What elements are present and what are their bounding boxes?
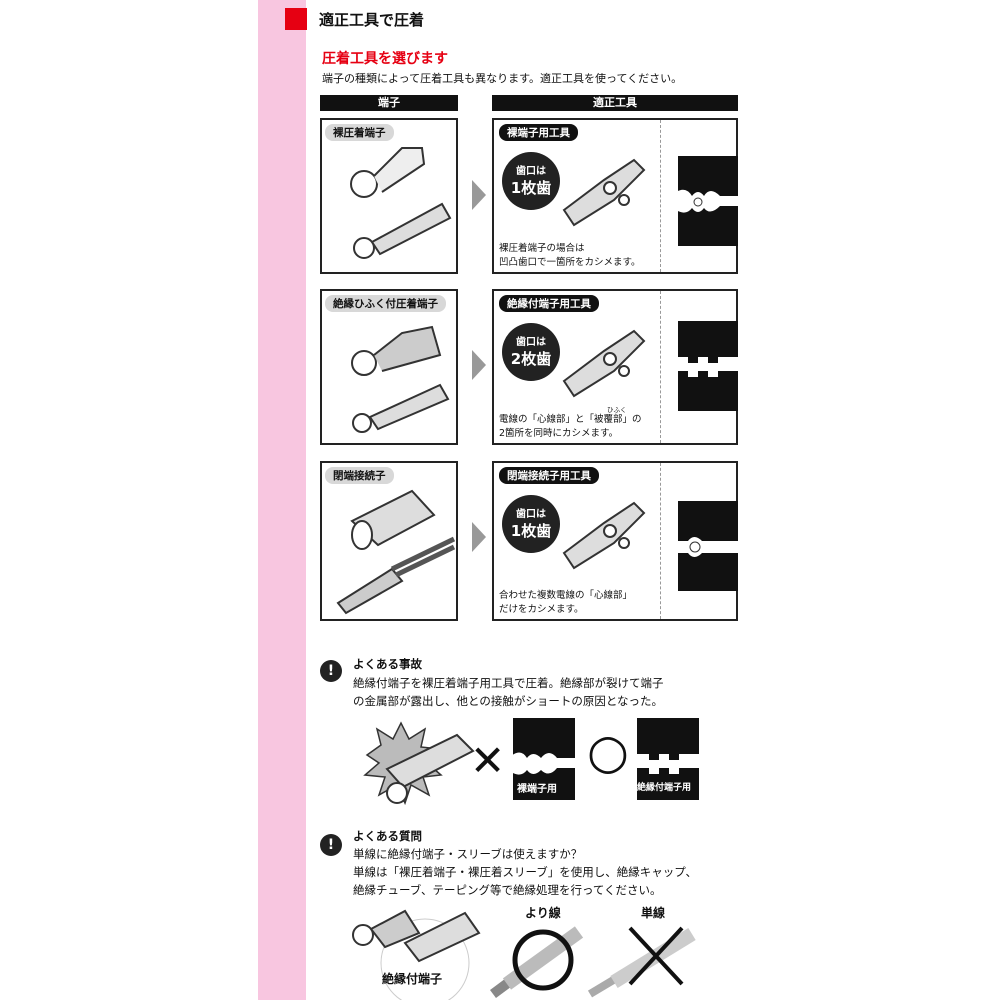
exclamation-icon: !: [320, 660, 342, 682]
die-bare-wrong-icon: [511, 718, 575, 800]
tool-card-bare: 裸端子用工具 歯口は 1枚歯 裸圧着端子の場合は 凹凸歯口で一箇所をカシメます。: [492, 118, 738, 274]
faq-answer-line1: 単線は「裸圧着端子・裸圧着スリーブ」を使用し、絶縁キャップ、: [353, 865, 697, 879]
tool-label: 絶縁付端子用工具: [499, 295, 599, 312]
subsection-intro: 端子の種類によって圧着工具も異なります。適正工具を使ってください。: [322, 72, 683, 85]
terminal-label: 絶縁ひふく付圧着端子: [325, 295, 446, 312]
crimping-tool-icon: [562, 329, 646, 398]
stranded-wire-label: より線: [525, 906, 561, 920]
circle-mark-icon: ○: [587, 724, 629, 780]
content-area: 適正工具で圧着 圧着工具を選びます 端子の種類によって圧着工具も異なります。適正…: [285, 0, 738, 1000]
faq-question: 単線に絶縁付端子・スリーブは使えますか？: [353, 847, 583, 861]
insulated-terminal-icon: [351, 325, 450, 433]
tool-card-insulated: 絶縁付端子用工具 歯口は 2枚歯 ひふく 電線の「心線部」と「被覆部」の 2箇所…: [492, 289, 738, 445]
crimping-tool-icon: [562, 501, 646, 570]
damaged-terminal-icon: [363, 721, 475, 806]
tool-label: 裸端子用工具: [499, 124, 578, 141]
tool-note-line2: だけをカシメます。: [499, 604, 584, 615]
exclamation-icon: !: [320, 834, 342, 856]
terminal-card-bare: 裸圧着端子: [320, 118, 458, 274]
tool-note-line2: 凹凸歯口で一箇所をカシメます。: [499, 257, 641, 268]
accident-title: よくある事故: [353, 657, 422, 671]
solid-wire-cross-icon: [587, 926, 696, 998]
closed-end-connector-icon: [336, 489, 456, 615]
teeth-bubble: 歯口は 1枚歯: [502, 152, 560, 210]
die-double-icon: [674, 321, 738, 411]
ruby-text: ひふく: [607, 406, 627, 414]
tool-card-closed-end: 閉端接続子用工具 歯口は 1枚歯 合わせた複数電線の「心線部」 だけをカシメます…: [492, 461, 738, 621]
cross-mark-icon: ✕: [470, 736, 506, 785]
tool-note-line1: 電線の「心線部」と「被覆部」の: [499, 414, 642, 425]
arrow-right-icon: [472, 350, 486, 380]
side-color-bar: [258, 0, 306, 1000]
column-header-tool: 適正工具: [492, 95, 738, 111]
section-title: 適正工具で圧着: [319, 11, 425, 29]
arrow-right-icon: [472, 180, 486, 210]
terminal-label: 裸圧着端子: [325, 124, 394, 141]
faq-title: よくある質問: [353, 829, 422, 843]
section-marker: [285, 8, 307, 30]
tool-label: 閉端接続子用工具: [499, 467, 599, 484]
right-die-label: 絶縁付端子用: [637, 783, 692, 793]
teeth-bubble: 歯口は 2枚歯: [502, 323, 560, 381]
accident-line2: の金属部が露出し、他との接触がショートの原因となった。: [353, 694, 664, 708]
die-insulated-right-icon: [635, 718, 699, 800]
stranded-wire-circle-icon: [490, 926, 584, 999]
wrong-die-label: 裸端子用: [517, 784, 557, 795]
teeth-bubble: 歯口は 1枚歯: [502, 495, 560, 553]
die-single-icon: [676, 156, 738, 246]
crimping-tool-icon: [562, 158, 646, 227]
insulated-terminal-sleeve-icon: [352, 909, 481, 1000]
solid-wire-label: 単線: [641, 906, 666, 920]
accident-line1: 絶縁付端子を裸圧着端子用工具で圧着。絶縁部が裂けて端子: [353, 676, 664, 690]
terminal-label: 閉端接続子: [325, 467, 394, 484]
terminal-card-insulated: 絶縁ひふく付圧着端子: [320, 289, 458, 445]
faq-answer-line2: 絶縁チューブ、テーピング等で絶縁処理を行ってください。: [353, 883, 662, 897]
tool-note-line1: 裸圧着端子の場合は: [499, 243, 585, 254]
column-header-terminal: 端子: [320, 95, 458, 111]
terminal-card-closed-end: 閉端接続子: [320, 461, 458, 621]
insulated-label: 絶縁付端子: [382, 972, 443, 986]
tool-note-line1: 合わせた複数電線の「心線部」: [499, 590, 633, 601]
die-single-icon: [674, 501, 738, 591]
tool-note-line2: 2箇所を同時にカシメます。: [499, 428, 619, 439]
arrow-right-icon: [472, 522, 486, 552]
subsection-title: 圧着工具を選びます: [322, 51, 448, 67]
ring-terminal-icon: [350, 147, 452, 259]
